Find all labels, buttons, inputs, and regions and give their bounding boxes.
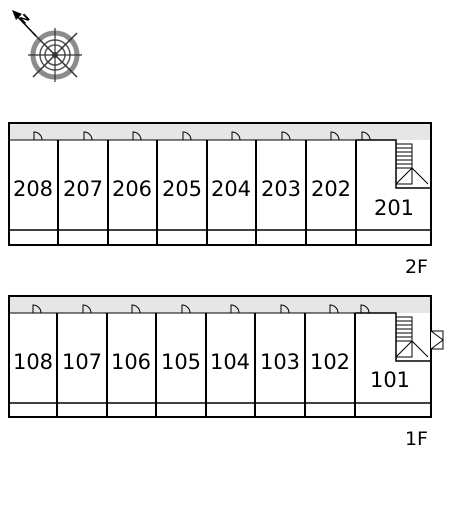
- corridor: [9, 123, 431, 140]
- room-label: 102: [310, 350, 350, 374]
- staircase: [395, 143, 429, 185]
- building-outline: [8, 295, 432, 418]
- room-label: 206: [112, 177, 152, 201]
- corner-unit-wall: [355, 312, 431, 362]
- corner-room-label: 101: [370, 368, 410, 392]
- room-label: 202: [311, 177, 351, 201]
- floor-2f: 208 207 206 205 204 203 202 201 2F: [8, 122, 432, 278]
- floor-1f: 108 107 106 105 104 103 102 101 1F: [8, 295, 444, 450]
- room-label: 107: [62, 350, 102, 374]
- room-label: 208: [13, 177, 53, 201]
- corridor: [9, 296, 431, 313]
- floor-label: 2F: [405, 256, 428, 278]
- unit-doors: [32, 304, 370, 314]
- room-label: 103: [260, 350, 300, 374]
- room-label: 205: [162, 177, 202, 201]
- floor-label: 1F: [405, 428, 428, 450]
- staircase: [395, 316, 429, 358]
- room-label: 104: [210, 350, 250, 374]
- unit-doors: [33, 131, 371, 141]
- unit-dividers: [57, 140, 357, 245]
- room-labels: 108 107 106 105 104 103 102 101: [13, 350, 410, 392]
- room-labels: 208 207 206 205 204 203 202 201: [13, 177, 414, 220]
- room-label: 203: [261, 177, 301, 201]
- room-label: 204: [211, 177, 251, 201]
- room-label: 106: [111, 350, 151, 374]
- corner-room-label: 201: [374, 196, 414, 220]
- room-label: 108: [13, 350, 53, 374]
- unit-dividers: [56, 313, 356, 417]
- room-label: 105: [161, 350, 201, 374]
- corner-unit-wall: [356, 139, 431, 189]
- mailbox-icon: [430, 330, 444, 350]
- room-label: 207: [63, 177, 103, 201]
- compass: N: [12, 10, 82, 82]
- compass-rose-icon: [12, 10, 82, 82]
- building-outline: [8, 122, 432, 246]
